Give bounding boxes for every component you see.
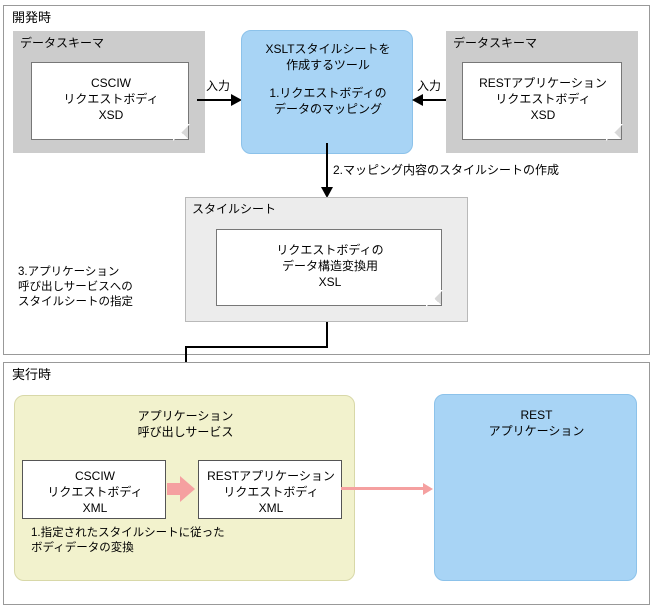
rest-xml-box-text: RESTアプリケーション リクエストボディ XML [207,469,335,515]
step2-label: 2.マッピング内容のスタイルシートの作成 [333,163,560,177]
input-arrow-left-shaft [197,99,233,101]
input-arrow-left-head [231,94,242,106]
step2-arrow-shaft [326,143,328,189]
invocation-service-title: アプリケーション 呼び出しサービス [137,409,234,439]
runtime-step1-label: 1.指定されたスタイルシートに従った ボディデータの変換 [31,527,225,554]
stylesheet-to-runtime-segment-2 [185,346,328,348]
data-schema-left-label: データスキーマ [20,36,105,50]
invocation-service-box: アプリケーション 呼び出しサービス CSCIW リクエストボディ XML RES… [14,395,355,581]
rest-xsd-document-text: RESTアプリケーション リクエストボディ XSD [479,76,607,122]
page-fold-icon [426,290,443,307]
xslt-tool-box: XSLTスタイルシートを 作成するツール 1.リクエストボディの データのマッピ… [241,30,413,154]
page-fold-icon [606,124,623,141]
rest-xsd-document: RESTアプリケーション リクエストボディ XSD [462,62,623,141]
input-label-right: 入力 [417,79,442,93]
step3-label: 3.アプリケーション 呼び出しサービスへの スタイルシートの指定 [18,266,133,308]
xslt-tool-title: XSLTスタイルシートを 作成するツール [265,42,391,72]
rest-application-box: REST アプリケーション [434,394,637,581]
development-phase-label: 開発時 [12,10,52,25]
input-arrow-right-shaft [423,99,459,101]
service-to-rest-line [341,487,425,490]
csciw-xsd-document: CSCIW リクエストボディ XSD [31,62,190,141]
stylesheet-xsl-document-text: リクエストボディの データ構造変換用 XSL [276,243,384,289]
stylesheet-xsl-document: リクエストボディの データ構造変換用 XSL [216,229,443,307]
transform-arrow-icon [167,476,195,502]
service-to-rest-arrow-head [423,483,433,495]
stylesheet-group-label: スタイルシート [192,202,277,216]
rest-application-title: REST アプリケーション [488,408,585,438]
csciw-xml-box: CSCIW リクエストボディ XML [22,460,166,519]
csciw-xml-box-text: CSCIW リクエストボディ XML [47,469,143,515]
runtime-phase-label: 実行時 [12,367,52,382]
page-fold-icon [173,124,190,141]
stylesheet-to-runtime-segment-1 [326,322,328,348]
csciw-xsd-document-text: CSCIW リクエストボディ XSD [63,76,159,122]
input-label-left: 入力 [206,79,231,93]
xslt-tool-step1: 1.リクエストボディの データのマッピング [269,86,387,116]
rest-xml-box: RESTアプリケーション リクエストボディ XML [198,460,342,519]
step2-arrow-head [321,187,333,198]
data-schema-right-label: データスキーマ [453,36,538,50]
input-arrow-right-head [412,94,423,106]
